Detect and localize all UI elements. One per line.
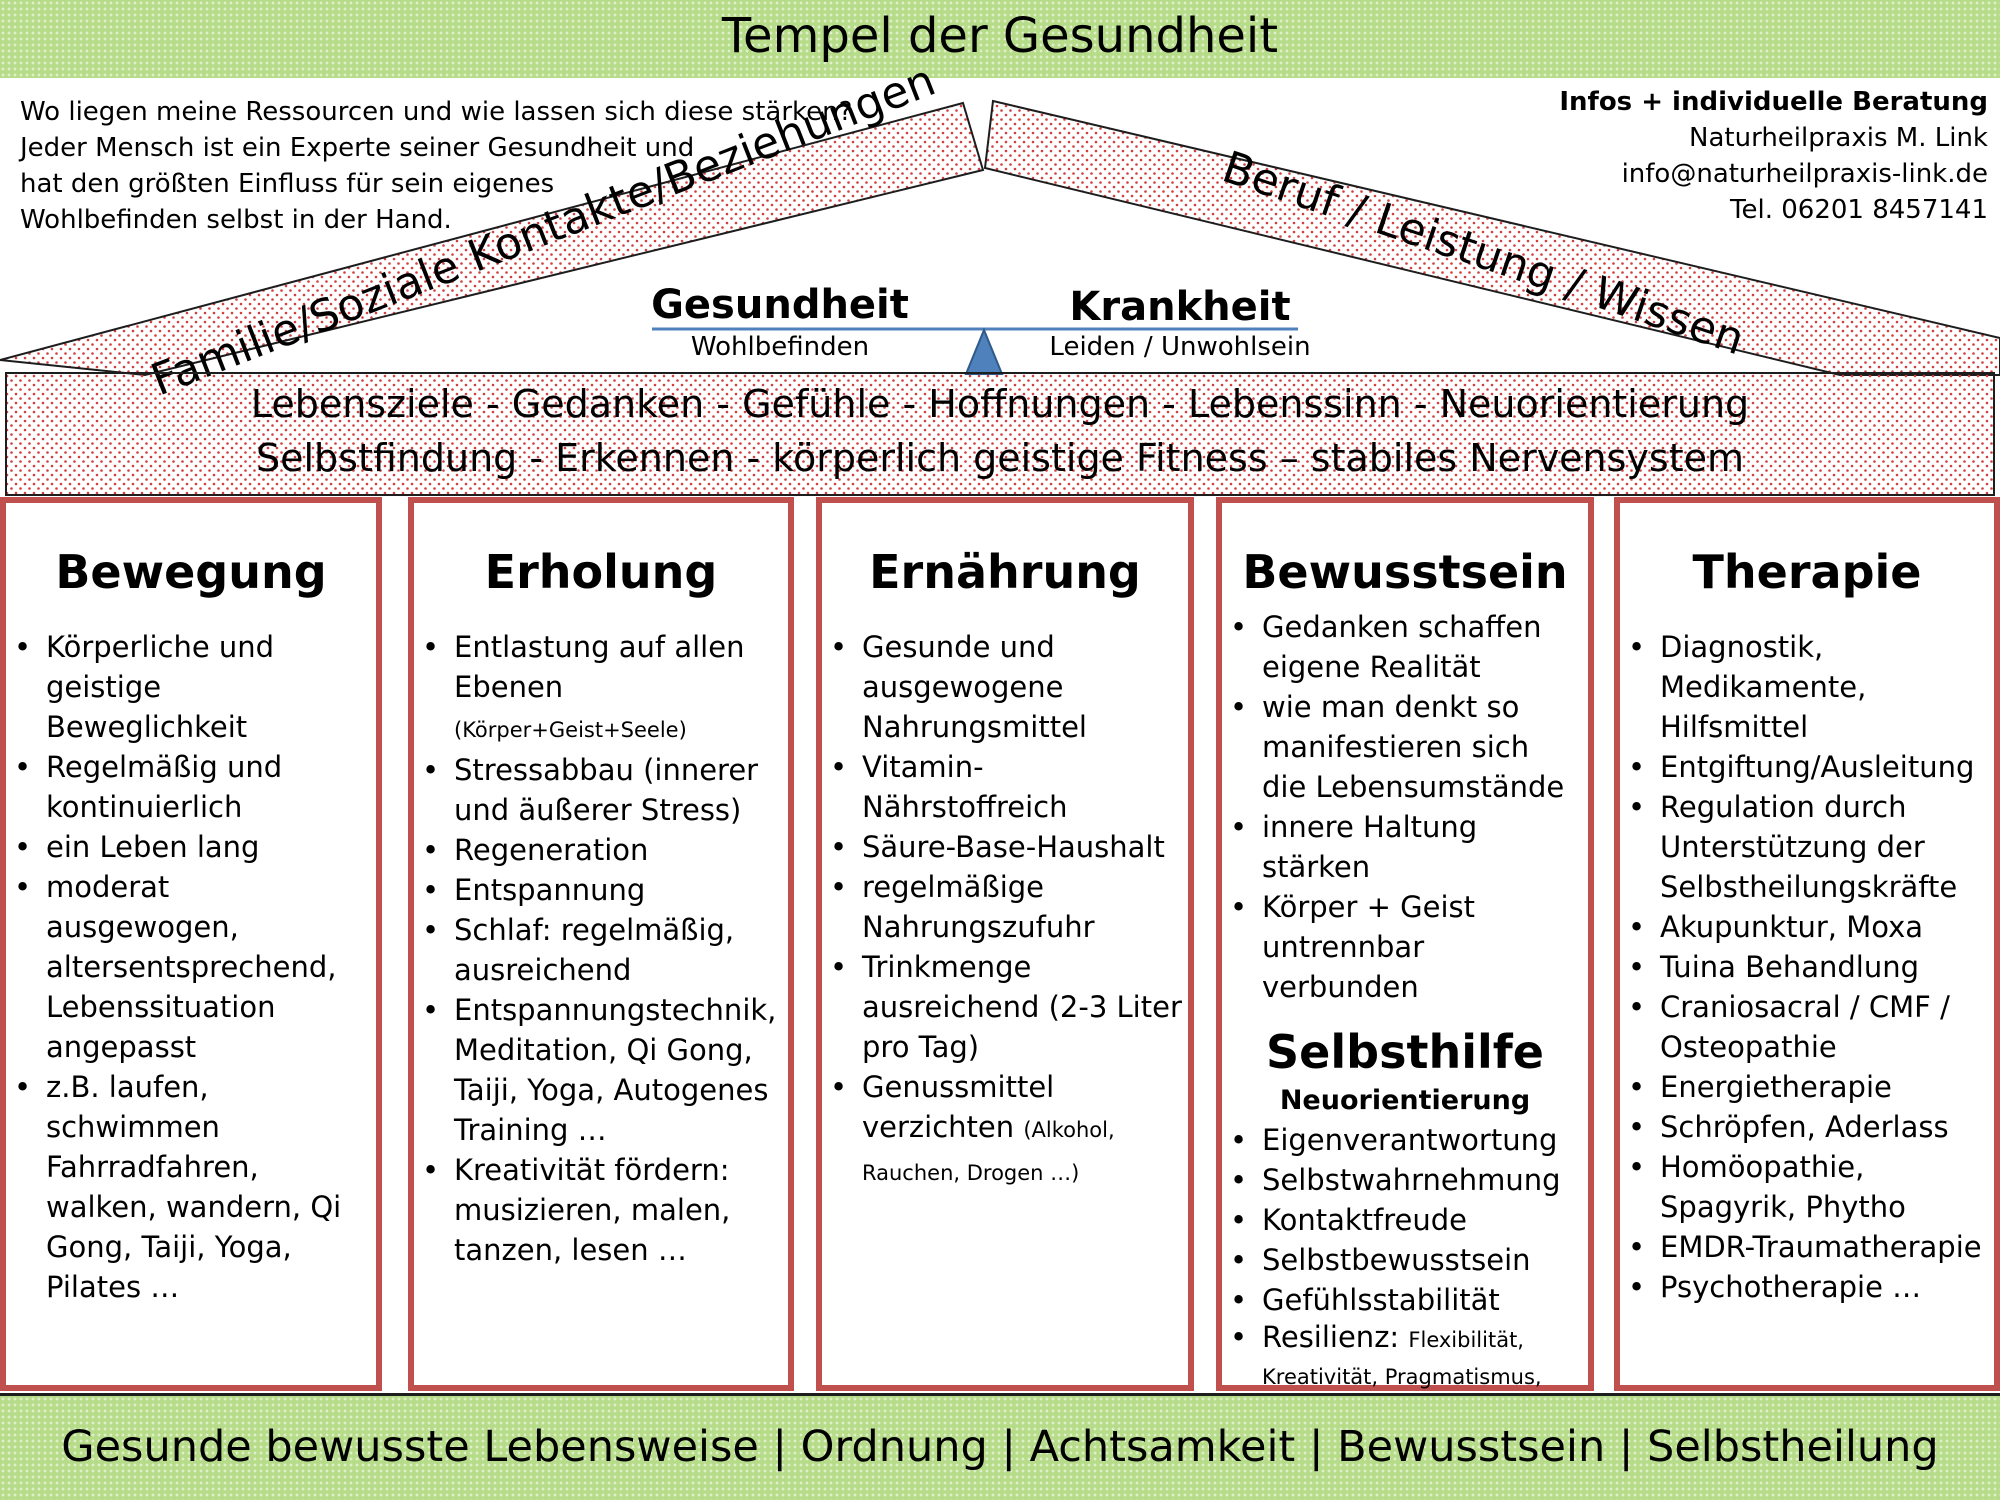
title-band: Tempel der Gesundheit: [0, 0, 2000, 78]
list-item: Trinkmenge ausreichend (2-3 Liter pro Ta…: [822, 947, 1188, 1067]
list-item: Regeneration: [414, 830, 788, 870]
list-item: Entlastung auf allen Ebenen (Körper+Geis…: [414, 627, 788, 750]
pillar-list: Gesunde und ausgewogene Nahrungsmittel V…: [822, 627, 1188, 1193]
list-item-text: Genussmittel verzichten: [862, 1070, 1055, 1144]
contact-info: Infos + individuelle Beratung Naturheilp…: [1559, 84, 1988, 228]
list-item-text: Resilienz:: [1262, 1320, 1409, 1354]
contact-email: info@naturheilpraxis-link.de: [1621, 159, 1988, 189]
list-item: Kontaktfreude: [1222, 1200, 1588, 1240]
intro-line: Wohlbefinden selbst in der Hand.: [20, 205, 452, 235]
list-item: ein Leben lang: [6, 827, 376, 867]
list-item: Gefühlsstabilität: [1222, 1280, 1588, 1320]
pillar-bewusstsein: Bewusstsein Gedanken schaffen eigene Rea…: [1216, 497, 1594, 1463]
contact-title: Infos + individuelle Beratung: [1559, 87, 1988, 117]
list-item: Tuina Behandlung: [1620, 947, 1994, 987]
pillar-list: Entlastung auf allen Ebenen (Körper+Geis…: [414, 627, 788, 1270]
intro-line: Jeder Mensch ist ein Experte seiner Gesu…: [20, 133, 695, 163]
health-sub-label: Wohlbefinden: [690, 332, 870, 362]
list-item: Eigenverantwortung: [1222, 1120, 1588, 1160]
health-label-group: Gesundheit Wohlbefinden: [640, 282, 920, 362]
list-item: z.B. laufen, schwimmen Fahrradfahren, wa…: [6, 1067, 376, 1307]
list-item: Homöopathie, Spagyrik, Phytho: [1620, 1147, 1994, 1227]
intro-text: Wo liegen meine Ressourcen und wie lasse…: [20, 94, 880, 238]
list-item: Gedanken schaffen eigene Realität: [1222, 607, 1588, 687]
pillar-list: Gedanken schaffen eigene Realität wie ma…: [1222, 607, 1588, 1007]
pillar-erholung: Erholung Entlastung auf allen Ebenen (Kö…: [408, 497, 794, 1391]
list-item: Säure-Base-Haushalt: [822, 827, 1188, 867]
list-item: regelmäßige Nahrungszufuhr: [822, 867, 1188, 947]
list-item: EMDR-Traumatherapie: [1620, 1227, 1994, 1267]
illness-label-group: Krankheit Leiden / Unwohlsein: [1040, 284, 1320, 362]
pillar-ernaehrung: Ernährung Gesunde und ausgewogene Nahrun…: [816, 497, 1194, 1391]
list-item: innere Haltung stärken: [1222, 807, 1588, 887]
pillar-list: Körperliche und geistige Beweglichkeit R…: [6, 627, 376, 1307]
pillar-heading: Ernährung: [869, 545, 1141, 599]
list-item: Craniosacral / CMF / Osteopathie: [1620, 987, 1994, 1067]
list-item: Entgiftung/Ausleitung: [1620, 747, 1994, 787]
list-item-note: (Körper+Geist+Seele): [454, 718, 687, 742]
list-item: Körper + Geist untrennbar verbunden: [1222, 887, 1588, 1007]
list-item: Körperliche und geistige Beweglichkeit: [6, 627, 376, 747]
foundation-text: Gesunde bewusste Lebensweise | Ordnung |…: [61, 1422, 1939, 1472]
list-item: Gesunde und ausgewogene Nahrungsmittel: [822, 627, 1188, 747]
roof-left-slab: [0, 101, 985, 377]
list-item-text: Entlastung auf allen Ebenen: [454, 630, 745, 704]
balance-fulcrum-icon: [964, 327, 1004, 375]
list-item: Entspannung: [414, 870, 788, 910]
list-item: Genussmittel verzichten (Alkohol, Rauche…: [822, 1067, 1188, 1193]
pillar-sub-heading: Selbsthilfe: [1266, 1025, 1544, 1079]
list-item: Entspannungstechnik, Meditation, Qi Gong…: [414, 990, 788, 1150]
list-item: Schlaf: regelmäßig, ausreichend: [414, 910, 788, 990]
list-item-note: (Alkohol, Rauchen, Drogen …): [862, 1118, 1115, 1185]
list-item: wie man denkt so manifestieren sich die …: [1222, 687, 1588, 807]
foundation-band: Gesunde bewusste Lebensweise | Ordnung |…: [0, 1393, 2000, 1500]
list-item: Regulation durch Unterstützung der Selbs…: [1620, 787, 1994, 907]
pillar-list: Diagnostik, Medikamente, Hilfsmittel Ent…: [1620, 627, 1994, 1307]
pillar-heading: Bewegung: [55, 545, 327, 599]
intro-line: hat den größten Einfluss für sein eigene…: [20, 169, 555, 199]
pillar-heading: Bewusstsein: [1242, 545, 1568, 599]
list-item: Stressabbau (innerer und äußerer Stress): [414, 750, 788, 830]
pillar-therapie: Therapie Diagnostik, Medikamente, Hilfsm…: [1614, 497, 2000, 1391]
pillar-heading: Therapie: [1692, 545, 1922, 599]
list-item: Regelmäßig und kontinuierlich: [6, 747, 376, 827]
beam-line: Selbstfindung - Erkennen - körperlich ge…: [255, 436, 1745, 480]
illness-sub-label: Leiden / Unwohlsein: [1049, 332, 1311, 362]
pillar-heading: Erholung: [484, 545, 718, 599]
list-item: Diagnostik, Medikamente, Hilfsmittel: [1620, 627, 1994, 747]
illness-label: Krankheit: [1069, 284, 1291, 330]
temple-beam: Lebensziele - Gedanken - Gefühle - Hoffn…: [6, 372, 1994, 496]
beam-background: [6, 372, 1994, 496]
health-label: Gesundheit: [651, 282, 909, 328]
list-item: Psychotherapie …: [1620, 1267, 1994, 1307]
page-title: Tempel der Gesundheit: [721, 8, 1279, 64]
list-item: Kreativität fördern: musizieren, malen, …: [414, 1150, 788, 1270]
list-item: Energietherapie: [1620, 1067, 1994, 1107]
intro-line: Wo liegen meine Ressourcen und wie lasse…: [20, 97, 853, 127]
pillar-bewegung: Bewegung Körperliche und geistige Bewegl…: [0, 497, 382, 1391]
contact-name: Naturheilpraxis M. Link: [1689, 123, 1988, 153]
list-item: Schröpfen, Aderlass: [1620, 1107, 1994, 1147]
beam-line: Lebensziele - Gedanken - Gefühle - Hoffn…: [250, 382, 1750, 426]
list-item: Selbstbewusstsein: [1222, 1240, 1588, 1280]
pillar-sub-sub-heading: Neuorientierung: [1279, 1085, 1531, 1116]
list-item: Akupunktur, Moxa: [1620, 907, 1994, 947]
list-item: Selbstwahrnehmung: [1222, 1160, 1588, 1200]
list-item: moderat ausgewogen, altersentsprechend, …: [6, 867, 376, 1067]
contact-phone: Tel. 06201 8457141: [1730, 195, 1988, 225]
list-item: Vitamin-Nährstoffreich: [822, 747, 1188, 827]
